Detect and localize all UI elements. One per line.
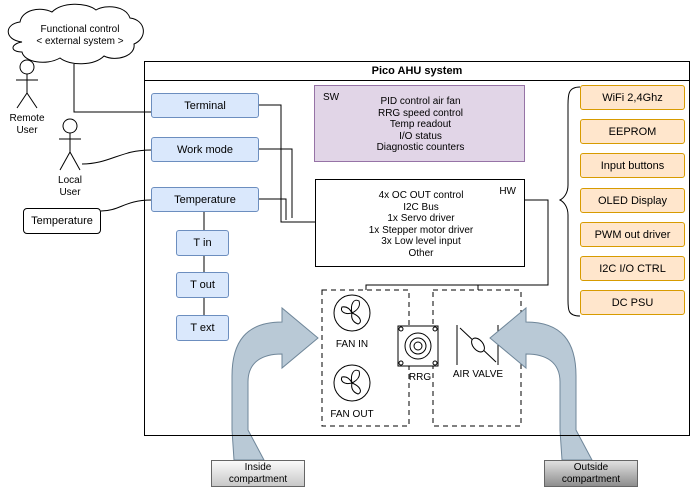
outside-compartment-line-1: Outside: [573, 461, 609, 473]
outside-compartment-box: Outside compartment: [544, 460, 638, 487]
sw-lines: PID control air fan RRG speed control Te…: [315, 96, 526, 154]
hw-lines: 4x OC OUT control I2C Bus 1x Servo drive…: [316, 190, 526, 259]
hw-line: 4x OC OUT control: [378, 190, 464, 201]
hw-line: Other: [408, 247, 434, 259]
sw-line: PID control air fan: [380, 96, 461, 107]
wire-local-workmode: [81, 149, 152, 165]
fan-out-label: FAN OUT: [330, 409, 374, 420]
hw-line: 1x Stepper motor driver: [368, 224, 474, 236]
local-user-icon: [59, 118, 81, 171]
peripheral-wifi: WiFi 2,4Ghz: [580, 85, 685, 110]
local-user-line-2: User: [59, 187, 81, 198]
cloud-label: Functional control < external system >: [30, 24, 130, 48]
terminal-box: Terminal: [151, 93, 259, 118]
cloud-line-2: < external system >: [36, 36, 124, 47]
hw-tag: HW: [499, 186, 516, 197]
cloud-line-1: Functional control: [40, 24, 120, 35]
sw-line: RRG speed control: [377, 107, 464, 119]
t-out-box: T out: [176, 272, 229, 298]
hw-line: I2C Bus: [403, 201, 439, 213]
sw-tag: SW: [323, 92, 340, 103]
peripheral-eeprom: EEPROM: [580, 119, 685, 144]
rrg-label: RRG: [408, 372, 432, 383]
wire-cloud-terminal: [73, 64, 151, 113]
inside-compartment-box: Inside compartment: [211, 460, 305, 487]
air-valve-label: AIR VALVE: [452, 369, 504, 380]
remote-user-line-2: User: [16, 125, 38, 136]
hw-box: HW 4x OC OUT control I2C Bus 1x Servo dr…: [315, 179, 525, 267]
remote-user-label: Remote User: [2, 113, 52, 137]
temperature-box: Temperature: [151, 187, 259, 212]
peripheral-pwm: PWM out driver: [580, 222, 685, 247]
system-title: Pico AHU system: [144, 61, 690, 81]
hw-line: 3x Low level input: [381, 236, 461, 247]
local-user-label: Local User: [45, 175, 95, 199]
outside-compartment-line-2: compartment: [561, 473, 621, 485]
t-ext-box: T ext: [176, 315, 229, 341]
sw-line: I/O status: [399, 130, 442, 142]
work-mode-box: Work mode: [151, 137, 259, 162]
sw-line: Diagnostic counters: [376, 142, 465, 153]
local-user-line-1: Local: [58, 175, 82, 186]
inside-compartment-line-2: compartment: [228, 473, 288, 485]
peripheral-dc-psu: DC PSU: [580, 290, 685, 315]
inside-compartment-line-1: Inside: [244, 461, 272, 473]
remote-user-icon: [16, 59, 38, 109]
sw-line: Temp readout: [389, 119, 452, 130]
external-temperature-box: Temperature: [23, 208, 101, 234]
fan-in-label: FAN IN: [335, 339, 369, 350]
remote-user-line-1: Remote: [9, 113, 45, 124]
peripheral-oled: OLED Display: [580, 188, 685, 213]
hw-line: 1x Servo driver: [387, 213, 455, 224]
peripheral-i2c-io: I2C I/O CTRL: [580, 256, 685, 281]
t-in-box: T in: [176, 230, 229, 256]
sw-box: SW PID control air fan RRG speed control…: [314, 85, 525, 162]
peripheral-input-buttons: Input buttons: [580, 153, 685, 178]
